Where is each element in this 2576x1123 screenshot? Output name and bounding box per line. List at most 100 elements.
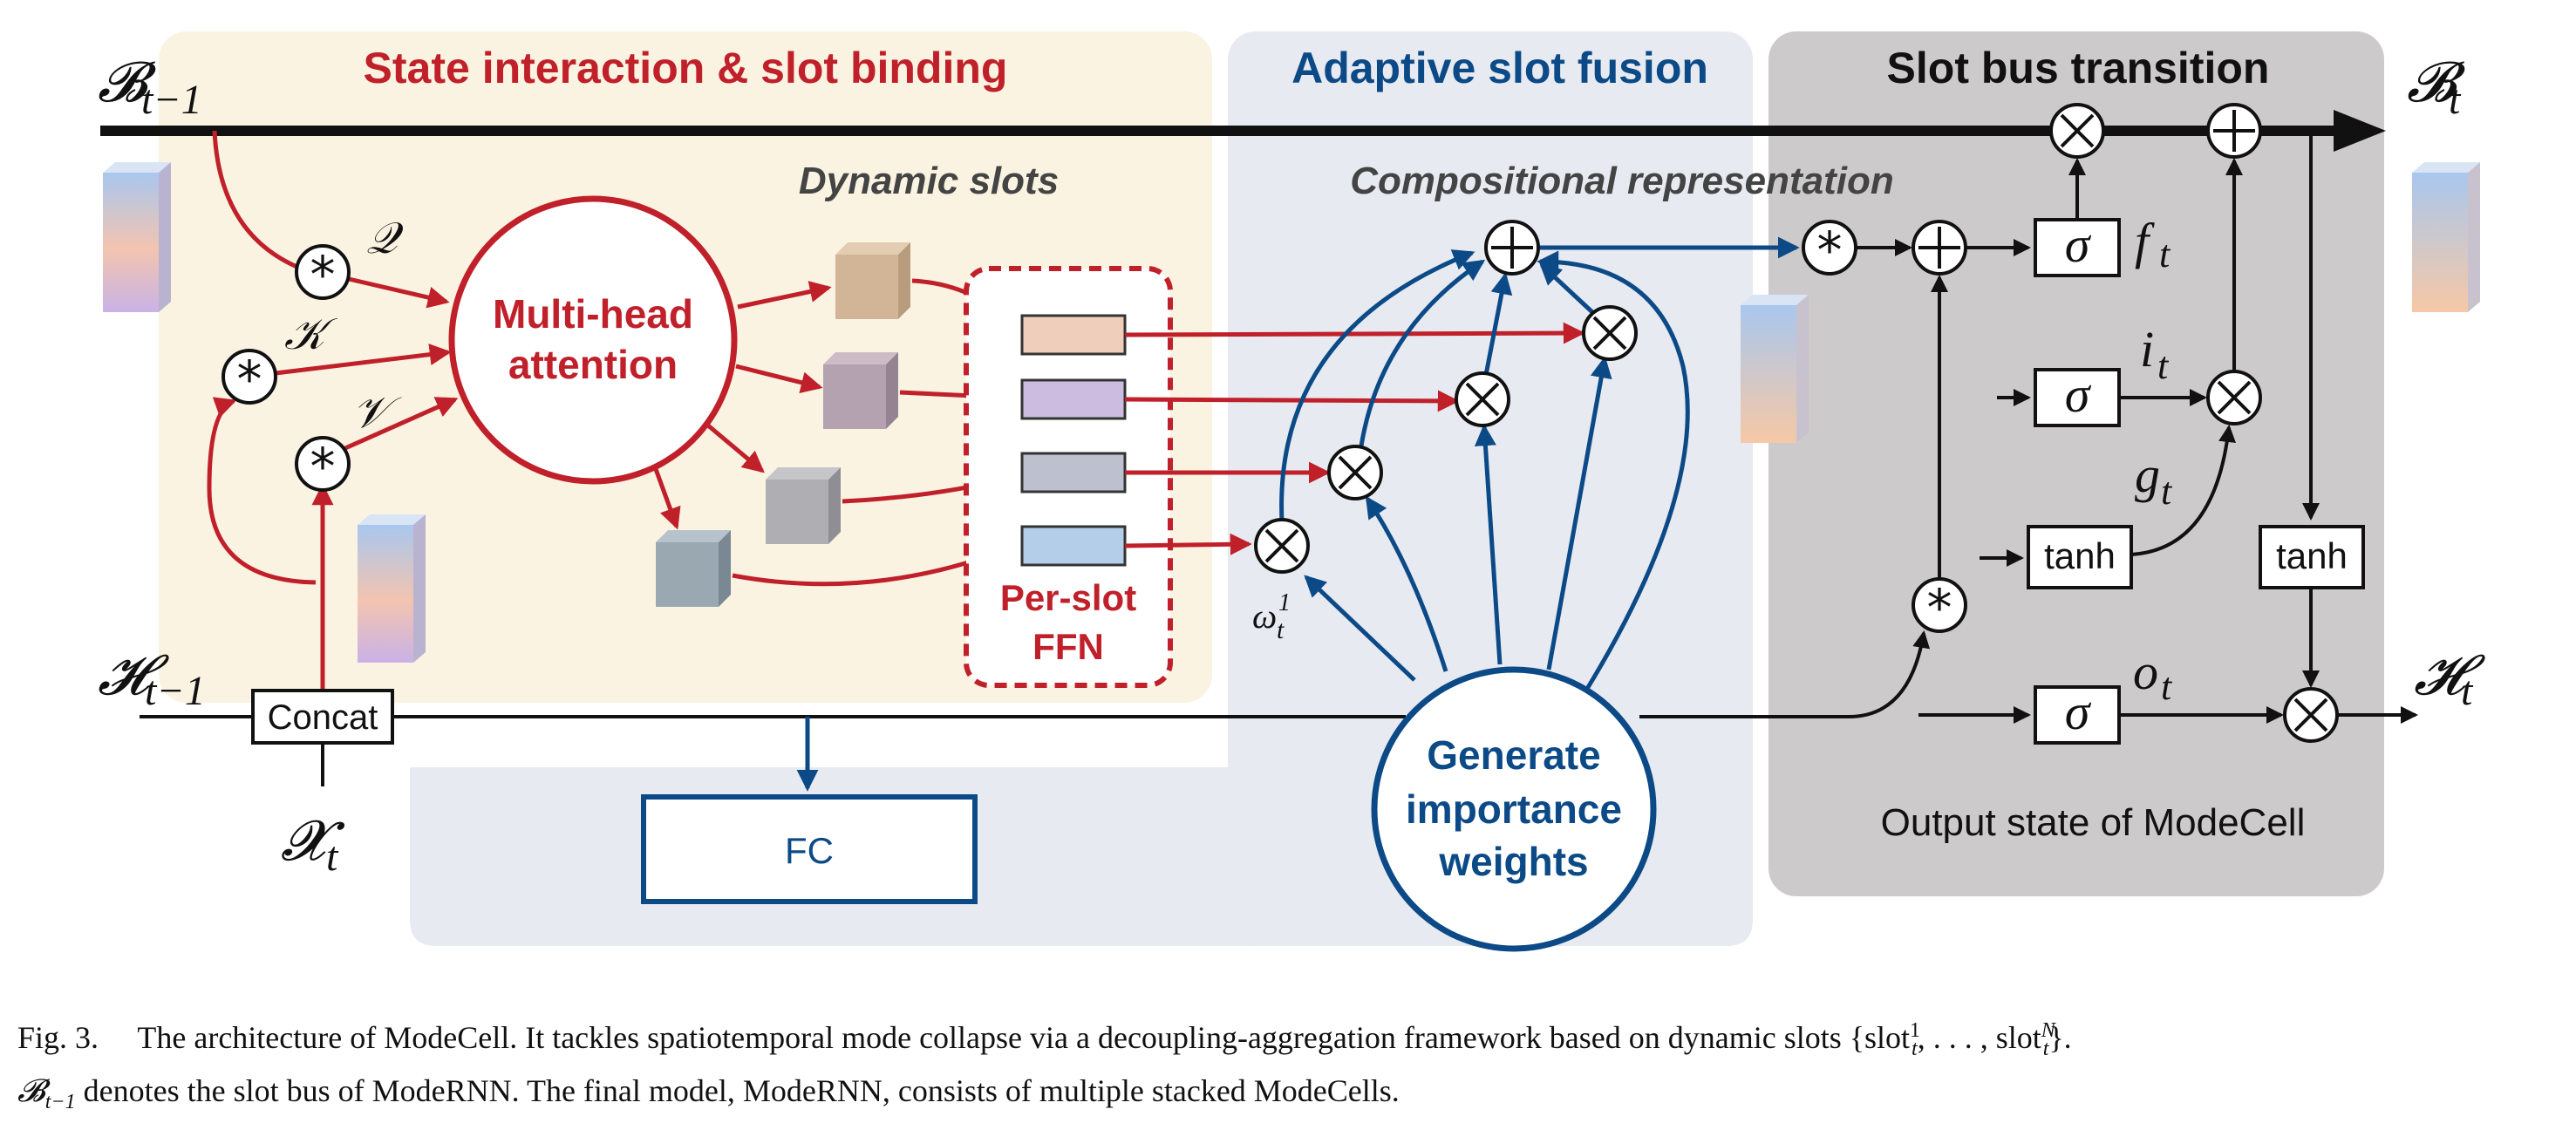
mul3-to-sum <box>1483 272 1513 376</box>
hidden-conv-op: * <box>1912 577 1967 637</box>
svg-text:𝓗: 𝓗 <box>2414 644 2485 706</box>
compositional-representation-label: Compositional representation <box>1350 160 1893 202</box>
multi-head-attention-block <box>448 195 738 485</box>
fc-block <box>641 794 978 904</box>
giw-line1: Generate <box>1427 732 1600 778</box>
svg-text:t: t <box>1277 616 1285 644</box>
v-conv-op: * <box>295 436 351 496</box>
k-to-attention <box>275 344 452 376</box>
ffn2-to-mul <box>1124 390 1460 412</box>
giw-line3: weights <box>1438 839 1588 884</box>
weight-to-sum <box>1537 250 1690 691</box>
slot-cube-2 <box>823 352 898 429</box>
weight-to-mul1 <box>1304 575 1416 682</box>
svg-text:t: t <box>2157 344 2170 387</box>
caption-slot-supN: N <box>2041 1019 2055 1042</box>
svg-text:ω: ω <box>1252 596 1277 636</box>
bus-tensor-right <box>2412 162 2480 312</box>
caption-slot-sub1: t <box>1912 1038 1918 1061</box>
svg-text:t−1: t−1 <box>145 668 206 714</box>
generate-importance-weights-block <box>1371 666 1657 952</box>
candidate-tanh <box>2027 525 2133 589</box>
svg-text:t: t <box>2159 233 2171 276</box>
fusion-mul-2 <box>1327 445 1383 500</box>
output-gate-label: o t <box>2133 643 2173 708</box>
slot-cube-1 <box>835 242 910 319</box>
bus-conv-op: * <box>1802 220 1857 280</box>
x-input-label: 𝓧 t <box>281 810 345 880</box>
fusion-mul-3 <box>1455 371 1510 427</box>
caption-b-symbol: 𝓑 <box>17 1073 45 1109</box>
output-gate-sigma-label: σ <box>2065 684 2092 740</box>
caption-slot-sup1: 1 <box>1910 1019 1921 1042</box>
svg-text:o: o <box>2133 643 2158 700</box>
caption-end1: }. <box>2048 1020 2072 1055</box>
svg-text:g: g <box>2135 446 2160 503</box>
omega-label: ω t 1 <box>1252 589 1291 644</box>
ffn-slot-3 <box>1020 452 1127 493</box>
weight-to-mul4 <box>1546 356 1612 670</box>
ffn4-to-mul <box>1124 533 1252 555</box>
compositional-tensor <box>1741 295 1809 443</box>
caption-line1: The architecture of ModeCell. It tackles… <box>137 1020 1911 1055</box>
output-tanh-label: tanh <box>2276 535 2348 576</box>
dynamic-slots-label: Dynamic slots <box>799 160 1059 202</box>
q-label: 𝒬 <box>366 214 404 262</box>
attn-to-slot1 <box>737 281 832 310</box>
concat-block <box>251 689 394 745</box>
svg-text:*: * <box>310 245 336 304</box>
slot-bus-arrowhead <box>2334 110 2386 152</box>
giw-line2: importance <box>1406 786 1622 832</box>
attn-to-slot4 <box>653 468 681 530</box>
slot-bus-title: Slot bus transition <box>1887 44 2270 92</box>
svg-text:t: t <box>2461 668 2474 714</box>
key-branch-path <box>207 397 317 585</box>
svg-text:t: t <box>326 834 339 880</box>
fusion-sum-op <box>1484 220 1540 276</box>
fusion-mul-1 <box>1254 518 1310 574</box>
b-prev-label: 𝓑 t−1 <box>98 51 202 123</box>
ffn-slot-1 <box>1020 314 1127 356</box>
input-gate-sigma-label: σ <box>2065 366 2092 423</box>
input-mul-op <box>2206 370 2262 425</box>
candidate-tanh-label: tanh <box>2044 535 2116 576</box>
caption-b-sub: t−1 <box>44 1091 76 1114</box>
caption-mid: , . . . , slot <box>1917 1020 2041 1055</box>
svg-text:*: * <box>310 437 336 496</box>
ffn1-to-mul <box>1124 322 1585 344</box>
forget-gate-sigma-label: σ <box>2065 216 2092 273</box>
hidden-to-bus-conv <box>1639 630 1931 718</box>
svg-text:1: 1 <box>1278 589 1291 616</box>
concat-label: Concat <box>268 698 378 737</box>
fc-label: FC <box>785 830 834 871</box>
ffn-label-line1: Per-slot <box>1000 577 1136 618</box>
forget-gate-sigma <box>2034 218 2121 277</box>
mha-label-line2: attention <box>508 342 678 387</box>
svg-text:*: * <box>1927 578 1952 637</box>
bus-tensor-left <box>103 162 171 312</box>
output-mul-op <box>2283 687 2339 743</box>
k-conv-op: * <box>221 349 277 409</box>
state-interaction-title: State interaction & slot binding <box>364 44 1008 92</box>
input-tensor <box>358 514 426 663</box>
slot-cube-3 <box>766 467 841 544</box>
svg-text:t: t <box>2161 470 2173 513</box>
q-to-attention <box>348 276 450 309</box>
ffn-slot-4 <box>1020 525 1127 567</box>
mul1-to-sum <box>1279 249 1475 522</box>
svg-text:t: t <box>2449 77 2462 123</box>
weight-to-mul2 <box>1365 495 1448 672</box>
bus-mul-op <box>2049 103 2105 159</box>
h-prev-label: 𝓗 t−1 <box>98 644 206 714</box>
mul2-to-sum <box>1358 259 1486 453</box>
caption-fig-label: Fig. 3. <box>17 1020 99 1055</box>
svg-text:t: t <box>2161 665 2173 708</box>
adaptive-fusion-title: Adaptive slot fusion <box>1291 44 1708 92</box>
output-tanh <box>2259 525 2365 589</box>
query-branch-path <box>212 130 317 276</box>
fusion-mul-4 <box>1582 305 1638 361</box>
attn-to-slot3 <box>706 424 765 473</box>
b-next-label: 𝓑 t <box>2407 51 2466 123</box>
candidate-to-mul <box>2130 425 2236 556</box>
bus-add-op <box>2206 103 2262 159</box>
